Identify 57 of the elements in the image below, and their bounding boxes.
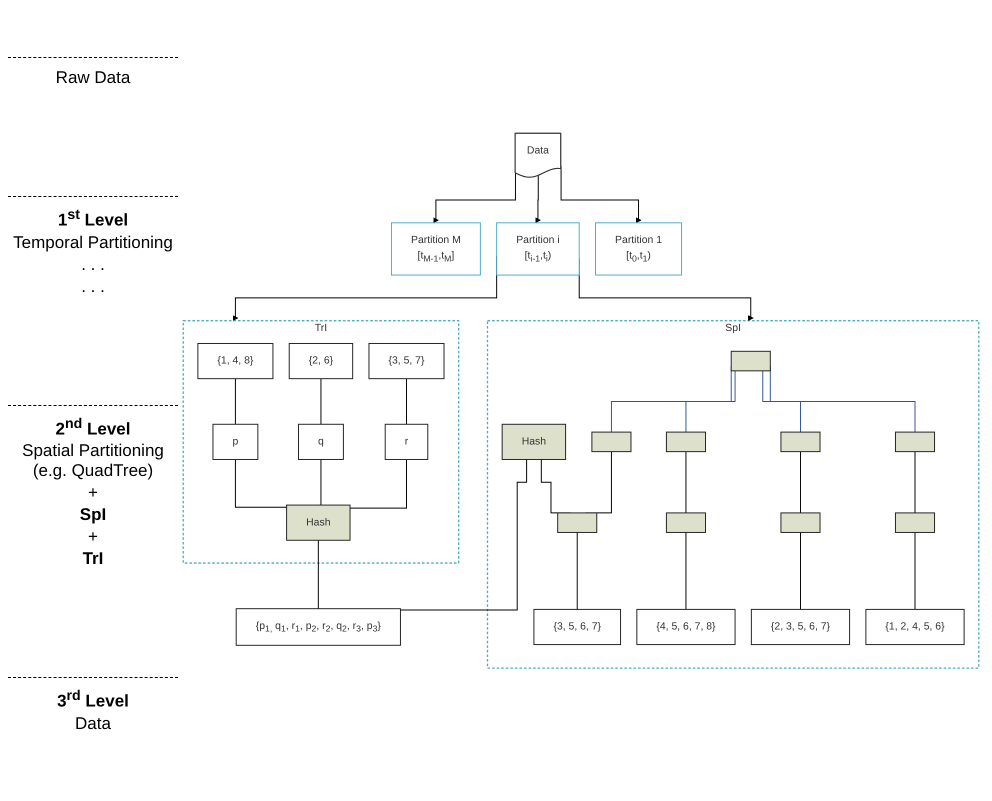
node-box: {2, 3, 5, 6, 7}	[750, 608, 850, 645]
level-heading: 2$^{nd}$ Level	[54, 416, 132, 440]
node-box: Hash	[502, 424, 566, 460]
connector	[914, 451, 916, 514]
node-box: {2, 6}	[288, 342, 354, 379]
node-box: p	[212, 424, 258, 460]
node-box	[894, 431, 936, 452]
level-label: Data	[74, 714, 112, 734]
connector	[406, 378, 407, 425]
level-label: . . .	[80, 254, 106, 275]
connector	[320, 378, 322, 425]
level-heading: 3$^{rd}$ Level	[56, 688, 130, 712]
node-box: {4, 5, 6, 7, 8}	[636, 608, 736, 645]
connector	[400, 458, 528, 610]
node-box	[591, 431, 632, 452]
connector	[318, 458, 322, 506]
connector	[576, 532, 578, 610]
node-box	[780, 512, 821, 533]
connector	[318, 540, 319, 610]
level-label: Spatial Partitioning (e.g. QuadTree)	[21, 441, 165, 482]
arrow	[535, 175, 541, 223]
connector	[234, 378, 236, 425]
connector	[800, 451, 801, 514]
node-box: q	[298, 424, 344, 460]
level-label: Raw Data	[54, 68, 132, 88]
node-box	[780, 431, 821, 452]
level-heading: 1$^{st}$ Level	[56, 207, 130, 231]
node-box: {1, 4, 8}	[197, 342, 274, 379]
connector	[800, 532, 801, 610]
connector	[762, 370, 801, 432]
node-box	[730, 350, 771, 372]
node-box	[557, 512, 598, 533]
level-label: +	[87, 483, 99, 504]
connector	[685, 370, 736, 432]
node-box: Partition 1 [t$_{0}$,t$_{1}$)	[595, 222, 682, 276]
level-heading: TrI	[82, 549, 104, 570]
connector	[685, 532, 686, 610]
node-box: Partition i [t$_{i-1}$,t$_{i}$)	[496, 222, 580, 276]
node-box	[894, 512, 936, 533]
node-box: Partition M [t$_{M-1}$,t$_{M}$]	[390, 222, 481, 276]
node-box	[666, 431, 706, 452]
connector	[234, 458, 288, 508]
level-label: +	[87, 527, 99, 548]
node-box: {p$_{1,}$ q$_{1}$, r$_{1}$, p$_{2}$, r$_{2}$, q$_{2}$, r$_{3}$, p$_{3}$}	[236, 608, 401, 646]
node-box: {3, 5, 6, 7}	[533, 608, 622, 645]
connector	[914, 532, 916, 610]
level-heading: SpI	[78, 505, 108, 526]
connector	[350, 458, 407, 508]
level-label: . . .	[80, 276, 106, 297]
node-box: r	[384, 424, 428, 460]
node-box: {3, 5, 7}	[368, 342, 444, 379]
level-label: Temporal Partitioning	[12, 232, 174, 253]
connector	[685, 451, 686, 514]
node-box: {1, 2, 4, 5, 6}	[865, 608, 965, 645]
arrow	[560, 165, 642, 223]
node-box: Hash	[286, 504, 351, 541]
node-box	[666, 512, 706, 533]
